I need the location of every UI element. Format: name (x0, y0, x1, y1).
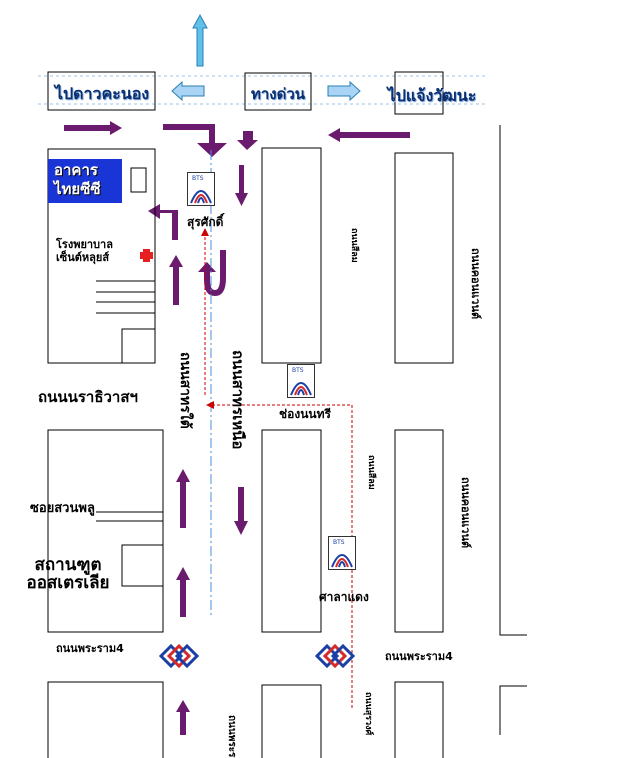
expressway-left-arrow-icon (171, 80, 205, 102)
hospital-line1: โรงพยาบาล (56, 238, 113, 251)
block-bottom-right (394, 681, 444, 758)
embassy-label: สถานฑูต ออสเตรเลีย (8, 556, 128, 592)
embassy-line2: ออสเตรเลีย (26, 573, 110, 593)
road-bottom-mid-label: ถนนสุรวงศ์ (363, 692, 373, 736)
road-rama4-right-label: ถนนพระราม4 (385, 650, 453, 663)
building-detail (130, 167, 147, 193)
far-right-road-edge (499, 125, 527, 636)
road-mid-top-label: ถนนสีลม (349, 228, 359, 263)
block-mid-upper (261, 147, 322, 364)
sign-box-left (47, 71, 156, 111)
block-right-lower (394, 429, 444, 633)
sign-box-center (244, 72, 312, 111)
route-line-main (206, 401, 353, 708)
north-arrow-icon (192, 13, 208, 67)
building-detail (121, 328, 156, 364)
arrow-north-mid-icon (176, 469, 190, 528)
sign-to-chaeng-watthana: ไปแจ้งวัฒนะ (387, 86, 477, 105)
sign-box-right (394, 71, 444, 115)
road-mid-bottom-label: ถนนสีลม (366, 455, 376, 490)
road-right-bottom-label: ถนนคอนแวนต์ (459, 477, 472, 549)
svg-text:BTS: BTS (292, 367, 304, 374)
u-turn-icon (198, 250, 226, 296)
sign-to-dao-khanong: ไปดาวคะนอง (54, 84, 150, 103)
arrow-south-icon (235, 165, 248, 206)
road-bottom-left-label: ถนนพระราม (226, 715, 237, 758)
block-right-upper (394, 152, 454, 364)
building-name-line1: อาคาร (54, 161, 98, 179)
arrow-turn-left-building-icon (148, 204, 178, 240)
far-right-road-edge-bottom (499, 685, 527, 735)
arrow-turn-left-down-icon (237, 131, 278, 150)
sign-expressway: ทางด่วน (250, 85, 306, 103)
building-name-line2: ไทยซีซี (54, 180, 101, 198)
bts-logo-icon: BTS (287, 364, 315, 398)
svg-text:BTS: BTS (192, 175, 204, 182)
road-rama4-left-label: ถนนพระราม4 (56, 642, 124, 655)
arrow-north-lower-icon (176, 567, 190, 617)
arrow-south-lower-icon (234, 487, 248, 535)
soi-suan-phlu-label: ซอยสวนพลู (30, 501, 95, 516)
expressway-right-arrow-icon (327, 80, 361, 102)
block-bottom-left (47, 681, 164, 758)
block-embassy (47, 429, 164, 633)
bts-logo-icon: BTS (187, 172, 215, 206)
block-mid-lower (261, 429, 322, 633)
arrow-turn-down-icon (163, 124, 227, 157)
arrow-east-left-icon (64, 121, 122, 135)
svg-text:BTS: BTS (333, 539, 345, 546)
block-hospital (47, 148, 156, 364)
hospital-line2: เซ็นต์หลุยส์ (56, 251, 110, 264)
road-right-top-label: ถนนคอนแวนต์ (469, 248, 482, 320)
arrow-north-bottom-icon (176, 700, 190, 735)
building-thai-cc-sign: อาคาร ไทยซีซี (48, 159, 122, 203)
road-narathiwat-label: ถนนนราธิวาสฯ (38, 388, 138, 406)
arrow-west-right-icon (328, 128, 410, 142)
hospital-label: โรงพยาบาล เซ็นต์หลุยส์ (56, 238, 113, 264)
road-sathorn-south-label: ถนนสาทรใต้ (177, 352, 193, 429)
bts-logo-icon: BTS (328, 536, 356, 570)
arrow-north-upper-icon (169, 255, 183, 305)
station-surasak-label: สุรศักดิ์ (187, 215, 224, 229)
building-detail (121, 544, 164, 587)
mrt-logo-icon (158, 643, 200, 669)
mrt-logo-icon (314, 643, 356, 669)
embassy-line1: สถานฑูต (34, 555, 102, 575)
red-cross-icon (140, 249, 153, 262)
block-bottom-mid (261, 684, 322, 758)
station-chong-nonsi-label: ช่องนนทรี (279, 407, 331, 421)
road-sathorn-north-label: ถนนสาทรเหนือ (229, 350, 247, 450)
station-sala-daeng-label: ศาลาแดง (319, 590, 369, 604)
